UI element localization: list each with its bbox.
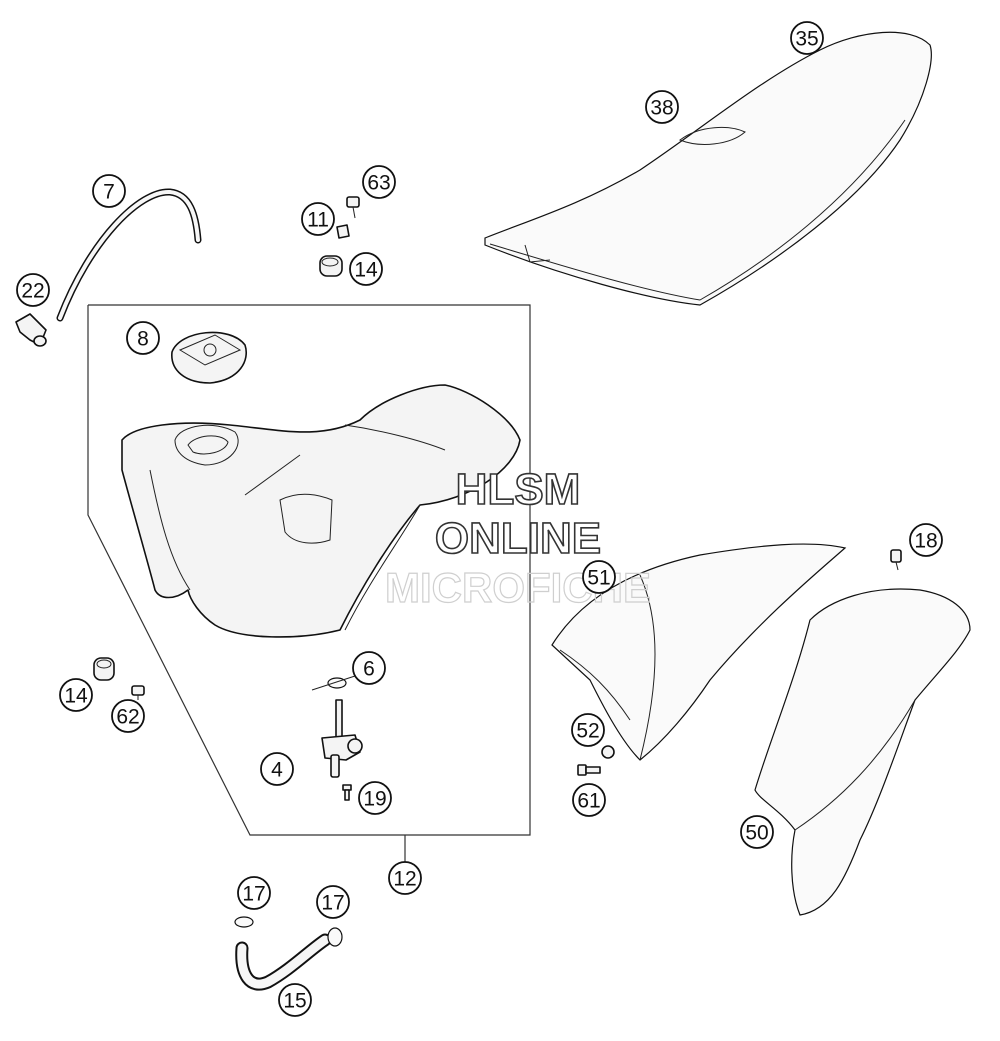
callout-38: 38 bbox=[645, 90, 679, 124]
svg-text:17: 17 bbox=[321, 892, 344, 915]
side-cover-50-part bbox=[754, 588, 971, 916]
svg-text:12: 12 bbox=[393, 868, 416, 891]
watermark-line-1: HLSM bbox=[456, 465, 581, 514]
svg-text:50: 50 bbox=[745, 822, 768, 845]
callout-17-right: 17 bbox=[316, 885, 350, 919]
callout-18: 18 bbox=[909, 523, 943, 557]
svg-text:8: 8 bbox=[137, 328, 149, 351]
callout-6: 6 bbox=[352, 651, 386, 685]
callout-15: 15 bbox=[278, 983, 312, 1017]
callout-61: 61 bbox=[572, 783, 606, 817]
side-cover-51-part bbox=[551, 543, 847, 761]
callout-51: 51 bbox=[582, 560, 616, 594]
callout-35: 35 bbox=[790, 21, 824, 55]
fuel-tap-part bbox=[321, 699, 363, 778]
svg-text:14: 14 bbox=[354, 259, 378, 282]
o-ring-leader bbox=[311, 675, 356, 691]
callout-11: 11 bbox=[301, 202, 335, 236]
callout-14-top: 14 bbox=[349, 252, 383, 286]
fuel-cap-part bbox=[171, 331, 247, 384]
callout-17-left: 17 bbox=[237, 876, 271, 910]
callout-62: 62 bbox=[111, 699, 145, 733]
callout-8: 8 bbox=[126, 321, 160, 355]
fuel-tank-part bbox=[121, 384, 521, 638]
elbow-fitting-part bbox=[15, 313, 47, 347]
svg-text:11: 11 bbox=[307, 209, 329, 232]
screw-63-part bbox=[346, 196, 360, 219]
callout-50: 50 bbox=[740, 815, 774, 849]
callout-22: 22 bbox=[16, 273, 50, 307]
svg-text:17: 17 bbox=[242, 883, 265, 906]
vent-hose-part bbox=[56, 188, 202, 322]
screw-18-part bbox=[890, 549, 902, 571]
watermark: HLSM ONLINE MICROFICHE bbox=[384, 464, 651, 611]
svg-text:62: 62 bbox=[116, 706, 139, 729]
svg-text:38: 38 bbox=[650, 97, 673, 120]
svg-text:7: 7 bbox=[103, 181, 115, 204]
svg-text:61: 61 bbox=[577, 790, 600, 813]
callout-63: 63 bbox=[362, 165, 396, 199]
screw-61-part bbox=[577, 764, 601, 776]
callout-14-left: 14 bbox=[59, 678, 93, 712]
fuel-hose-part bbox=[235, 933, 332, 991]
svg-text:51: 51 bbox=[587, 567, 610, 590]
svg-text:18: 18 bbox=[914, 530, 937, 553]
callout-12: 12 bbox=[388, 861, 422, 895]
bushing-14-top-part bbox=[319, 255, 343, 277]
watermark-line-2: ONLINE bbox=[435, 514, 601, 563]
bushing-14-left-part bbox=[93, 657, 115, 681]
svg-text:6: 6 bbox=[363, 658, 375, 681]
svg-text:22: 22 bbox=[21, 280, 44, 303]
svg-text:63: 63 bbox=[367, 172, 390, 195]
washer-52-part bbox=[601, 745, 615, 759]
hose-clamp-left-part bbox=[234, 916, 254, 928]
screw-19-part bbox=[342, 784, 352, 801]
callout-4: 4 bbox=[260, 752, 294, 786]
svg-text:4: 4 bbox=[271, 759, 283, 782]
tank-assembly-frame bbox=[87, 304, 531, 836]
nut-11-part bbox=[336, 224, 350, 239]
svg-text:14: 14 bbox=[64, 685, 88, 708]
callout-52: 52 bbox=[571, 713, 605, 747]
svg-text:52: 52 bbox=[576, 720, 599, 743]
svg-text:15: 15 bbox=[283, 990, 306, 1013]
callout-7: 7 bbox=[92, 174, 126, 208]
seat-part bbox=[484, 31, 932, 306]
svg-text:19: 19 bbox=[363, 788, 386, 811]
screw-62-part bbox=[131, 685, 145, 700]
svg-text:35: 35 bbox=[795, 28, 818, 51]
callout-19: 19 bbox=[358, 781, 392, 815]
hose-clamp-right-part bbox=[327, 927, 343, 947]
